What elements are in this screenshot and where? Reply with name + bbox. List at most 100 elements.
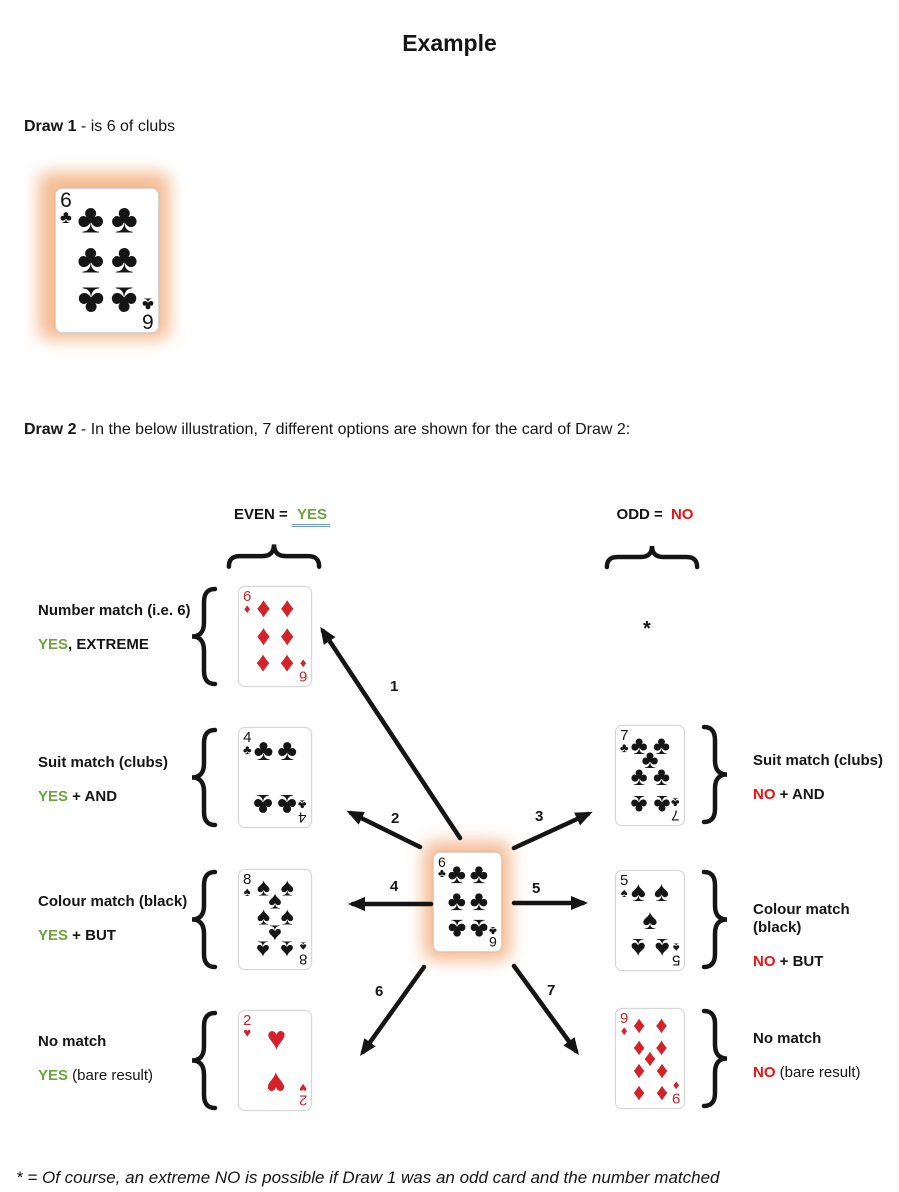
draw1-caption-text: - is 6 of clubs [76,118,176,135]
card-pip: ♣ [447,857,466,889]
card-corner-index: 6♦ [243,588,252,617]
result-rest: + BUT [775,953,824,970]
card-pip: ♦ [256,649,271,681]
arrow-7 [511,963,579,1056]
result-yes: YES [38,1067,69,1084]
result-rest: + BUT [68,927,116,944]
result-rest: , EXTREME [68,636,149,653]
arrow-1 [320,626,463,841]
brace-path [192,1013,215,1108]
even-top-brace [226,538,322,572]
right-brace-2 [698,869,734,970]
card-6-of-diamonds: 6♦♦♦♦♦♦♦6♦ [238,586,312,687]
brace-path [229,544,319,566]
card-pip: ♦ [256,591,271,623]
card-corner-index: 8♠ [298,939,307,968]
result-rest: + AND [775,786,825,803]
card-pip: ♣ [653,729,671,760]
card-pip: ♦ [655,1011,668,1039]
even-header-prefix: EVEN = [234,506,292,523]
page-title: Example [402,30,497,56]
result-rest: + AND [68,788,118,805]
card-8-of-spades: 8♠♠♠♠♠♠♠♠♠8♠ [238,869,312,970]
option-no-match-left: No match YES (bare result) [38,1033,153,1085]
arrow-label-5: 5 [532,880,541,897]
option-number-match: Number match (i.e. 6) YES, EXTREME [38,602,191,654]
card-pip: ♣ [653,761,671,792]
left-brace-4 [185,1010,221,1111]
card-pip: ♠ [256,935,271,964]
arrow-2 [346,810,423,850]
card-pip: ♦ [632,1033,646,1061]
card-corner-index: 6♦ [298,656,307,685]
card-pip: ♦ [280,649,295,681]
card-pip: ♣ [77,235,105,282]
card-pip: ♦ [256,619,271,651]
card-pip: ♣ [469,914,489,946]
card-pip: ♦ [280,591,295,623]
card-corner-index: 9♦ [671,1078,680,1107]
card-6-of-clubs-center: 6♣♣♣♣♣♣♣6♣ [433,852,502,952]
option-line1: No match [753,1030,822,1047]
card-pip: ♣ [630,729,648,760]
card-pip: ♣ [253,733,274,767]
arrow-label-6: 6 [375,983,384,1000]
card-corner-index: 4♣ [243,729,252,758]
option-suit-match-right: Suit match (clubs) NO + AND [753,752,883,804]
card-9-of-diamonds: 9♦♦♦♦♦♦♦♦♦♦9♦ [615,1008,685,1109]
card-pip: ♠ [256,902,271,931]
brace-path [192,872,215,967]
right-brace-1 [698,724,734,825]
brace-path [192,589,215,684]
card-corner-index: 2♥ [298,1080,307,1109]
result-yes: YES [38,636,69,653]
card-pip: ♠ [631,875,646,907]
footnote: * = Of course, an extreme NO is possible… [16,1168,720,1187]
left-brace-2 [185,727,221,828]
card-corner-index: 9♦ [620,1010,629,1039]
card-pip: ♦ [280,619,295,651]
odd-header-no: NO [670,506,694,523]
card-pip: ♣ [653,790,671,821]
option-line1: Suit match (clubs) [38,754,169,771]
card-pip: ♣ [469,857,489,889]
result-yes: YES [38,788,69,805]
card-pip: ♣ [469,885,489,917]
card-pip: ♥ [266,1019,287,1057]
card-corner-index: 8♠ [243,871,252,900]
card-pip: ♠ [280,935,294,964]
card-pip: ♦ [632,1011,646,1039]
draw2-caption-text: - In the below illustration, 7 different… [76,421,631,438]
card-pip: ♣ [110,235,138,282]
odd-header: ODD = NO [565,506,745,523]
card-pip: ♦ [643,1045,657,1073]
card-corner-index: 6♣ [142,293,154,332]
card-pip: ♣ [110,278,138,325]
left-brace-3 [185,869,221,970]
result-no: NO [753,1064,776,1081]
arrow-6 [360,964,427,1057]
card-pip: ♦ [632,1080,646,1108]
card-corner-index: 5♠ [620,872,629,901]
card-corner-index: 4♣ [298,797,307,826]
odd-top-brace [604,540,700,572]
option-line1: Colour match (black) [38,893,188,910]
brace-path [192,730,215,825]
result-rest: (bare result) [68,1067,154,1084]
card-corner-index: 2♥ [243,1012,252,1041]
asterisk-note-marker: * [643,618,651,640]
card-pip: ♦ [655,1080,668,1108]
draw2-caption-bold: Draw 2 [24,421,77,438]
result-no: NO [753,786,776,803]
card-corner-index: 5♠ [671,940,680,969]
card-pip: ♣ [630,761,648,792]
arrow-3 [511,811,593,851]
option-line1: Colour match (black) [753,901,850,936]
result-rest: (bare result) [775,1064,861,1081]
card-pip: ♣ [110,195,138,242]
card-corner-index: 6♣ [438,854,446,881]
card-pip: ♠ [631,933,646,965]
card-5-of-spades: 5♠♠♠♠♠♠5♠ [615,870,685,971]
left-brace-1 [185,586,221,687]
